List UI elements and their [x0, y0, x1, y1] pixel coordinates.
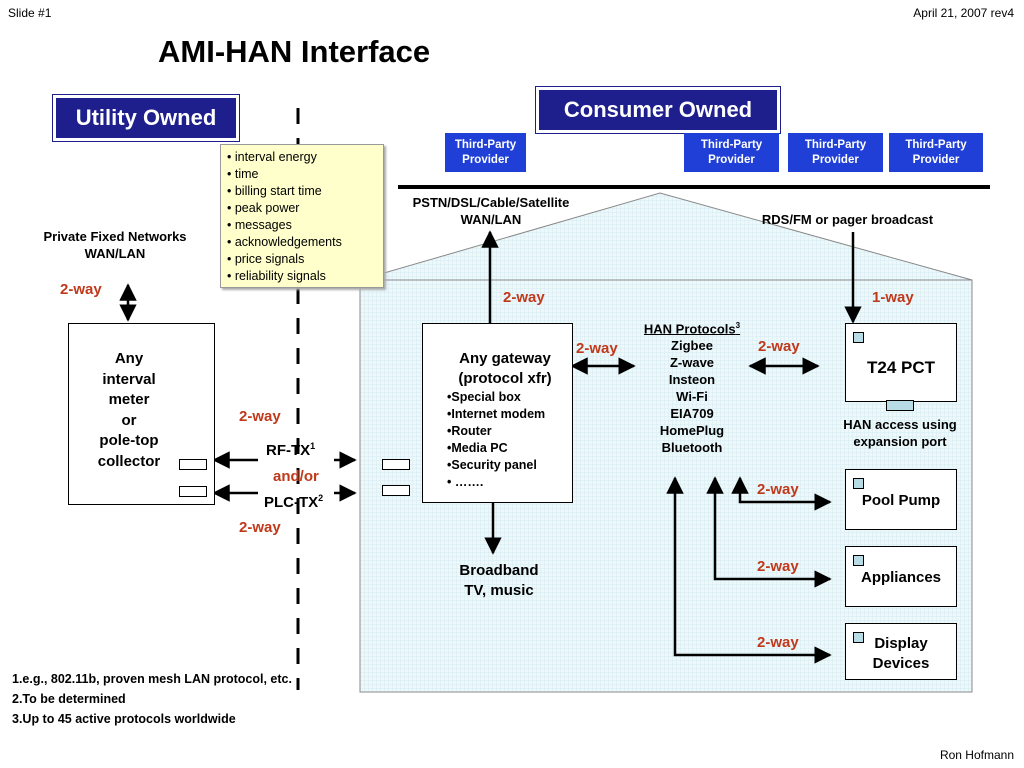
rf-tx-label: RF-TX1	[266, 441, 316, 459]
one-way-label: 1-way	[872, 289, 914, 306]
signal-item: • messages	[227, 218, 292, 232]
provider-label: Third-Party	[804, 138, 867, 151]
gateway-list: •Special box •Internet modem •Router •Me…	[447, 389, 545, 491]
appliances-label: Appliances	[860, 569, 942, 586]
t24-pct-label: T24 PCT	[866, 358, 936, 377]
two-way-label: 2-way	[757, 481, 799, 498]
gateway-title: Any gateway(protocol xfr)	[458, 350, 552, 387]
page-title: AMI-HAN Interface	[158, 34, 431, 69]
two-way-label: 2-way	[239, 408, 281, 425]
provider-label: Provider	[912, 153, 960, 166]
gateway-item: • …….	[447, 475, 484, 489]
and-or-label: and/or	[273, 468, 319, 485]
signal-item: • price signals	[227, 252, 305, 266]
device-indicator	[853, 632, 864, 643]
gateway-port	[382, 485, 410, 496]
signals-note: • interval energy • time • billing start…	[220, 144, 384, 288]
provider-label: Provider	[462, 153, 509, 166]
protocol-item: HomePlug	[659, 423, 725, 439]
pool-pump-box: Pool Pump	[845, 469, 957, 530]
two-way-label: 2-way	[757, 558, 799, 575]
gateway-item: •Media PC	[447, 441, 508, 455]
two-way-label: 2-way	[757, 634, 799, 651]
protocol-item: Zigbee	[671, 338, 713, 354]
author: Ron Hofmann	[939, 748, 1014, 762]
protocol-item: EIA709	[670, 406, 714, 422]
gateway-item: •Special box	[447, 390, 521, 404]
slide-number: Slide #1	[8, 6, 52, 20]
gateway-box: Any gateway(protocol xfr) •Special box •…	[422, 323, 573, 503]
footnote-3: 3.Up to 45 active protocols worldwide	[12, 712, 236, 726]
plc-tx-label: PLC-TX2	[264, 493, 324, 511]
signal-item: • billing start time	[227, 184, 322, 198]
provider-label: Third-Party	[905, 138, 967, 151]
consumer-owned-label: Consumer Owned	[535, 86, 781, 134]
device-indicator	[853, 478, 864, 489]
footnote-2: 2.To be determined	[12, 692, 126, 706]
two-way-label: 2-way	[503, 289, 545, 306]
device-indicator	[853, 332, 864, 343]
signal-item: • reliability signals	[227, 269, 326, 283]
gateway-item: •Router	[447, 424, 492, 438]
protocol-item: Z-wave	[669, 355, 715, 371]
device-indicator	[853, 555, 864, 566]
han-protocols-title: HAN Protocols3	[643, 321, 741, 337]
expansion-port	[886, 400, 914, 411]
gateway-item: •Security panel	[447, 458, 537, 472]
provider-label: Provider	[708, 153, 755, 166]
provider-label: Provider	[812, 153, 859, 166]
utility-owned-label: Utility Owned	[52, 94, 240, 142]
protocol-item: Wi-Fi	[676, 389, 708, 405]
two-way-label: 2-way	[239, 519, 281, 536]
protocol-item: Bluetooth	[661, 440, 723, 456]
provider-label: Third-Party	[454, 138, 517, 151]
rds-label: RDS/FM or pager broadcast	[761, 212, 934, 227]
two-way-label: 2-way	[576, 340, 618, 357]
signal-item: • time	[227, 167, 259, 181]
two-way-label: 2-way	[758, 338, 800, 355]
appliances-box: Appliances	[845, 546, 957, 607]
han-protocols: HAN Protocols3 Zigbee Z-wave Insteon Wi-…	[632, 317, 752, 456]
gateway-port	[382, 459, 410, 470]
signal-item: • interval energy	[227, 150, 317, 164]
signal-item: • peak power	[227, 201, 300, 215]
signal-item: • acknowledgements	[227, 235, 342, 249]
meter-plc-port	[179, 486, 207, 497]
protocol-item: Insteon	[668, 372, 716, 388]
t24-pct-box: T24 PCT	[845, 323, 957, 402]
meter-rf-port	[179, 459, 207, 470]
provider-label: Third-Party	[700, 138, 763, 151]
display-arrow	[666, 476, 832, 664]
slide-date: April 21, 2007 rev4	[913, 6, 1014, 20]
pool-pump-label: Pool Pump	[861, 492, 941, 509]
two-way-label: 2-way	[60, 281, 102, 298]
footnote-1: 1.e.g., 802.11b, proven mesh LAN protoco…	[12, 672, 292, 686]
gateway-item: •Internet modem	[447, 407, 546, 421]
